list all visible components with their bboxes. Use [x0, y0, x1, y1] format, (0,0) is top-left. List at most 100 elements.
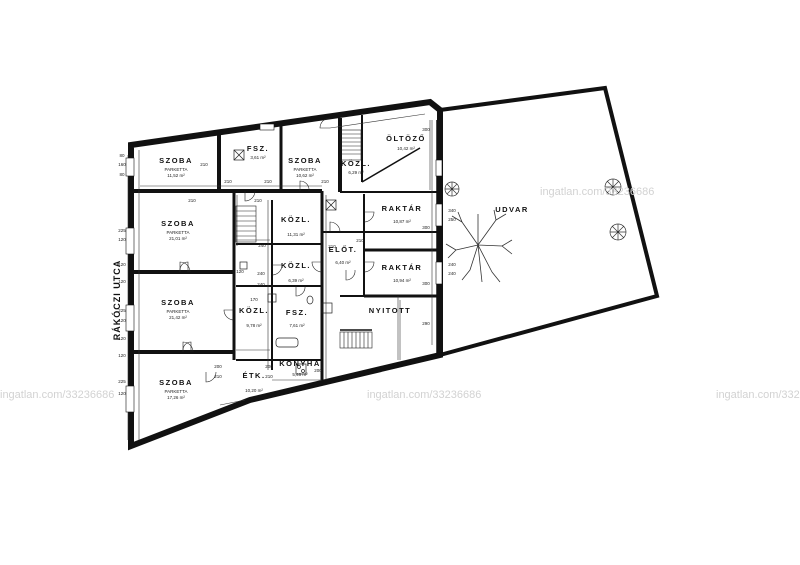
bathtub-icon — [275, 337, 299, 348]
fixtures — [233, 149, 337, 375]
shrub-icon — [609, 223, 627, 241]
svg-text:SZOBA: SZOBA — [161, 219, 195, 228]
svg-text:340: 340 — [448, 208, 456, 213]
room-udvar: UDVAR — [495, 205, 529, 214]
svg-text:9,78 m²: 9,78 m² — [246, 323, 262, 328]
door-arc — [271, 264, 283, 276]
svg-text:PARKETTA: PARKETTA — [166, 230, 189, 235]
svg-text:80: 80 — [119, 153, 125, 158]
door-arc — [182, 341, 192, 352]
svg-text:PARKETTA: PARKETTA — [164, 389, 187, 394]
svg-text:FSZ.: FSZ. — [247, 144, 269, 153]
svg-text:10,42 m²: 10,42 m² — [397, 146, 415, 151]
svg-text:RAKTÁR: RAKTÁR — [382, 263, 423, 272]
room-raktar-1: RAKTÁR 10,87 m² — [382, 204, 423, 224]
room-raktar-2: RAKTÁR 10,94 m² — [382, 263, 423, 283]
watermark-text: ingatlan.com/33236686 — [540, 186, 655, 198]
svg-text:210: 210 — [264, 179, 272, 184]
svg-text:240: 240 — [448, 262, 456, 267]
svg-text:210: 210 — [188, 198, 196, 203]
detail-lines — [127, 113, 433, 440]
room-nyitott: NYITOTT — [369, 306, 411, 315]
svg-text:290: 290 — [422, 321, 430, 326]
svg-text:UDVAR: UDVAR — [495, 205, 529, 214]
door-arc — [295, 285, 306, 297]
staircases — [235, 129, 373, 349]
toilet-icon — [306, 295, 314, 305]
svg-text:120: 120 — [118, 237, 126, 242]
svg-text:210: 210 — [265, 374, 273, 379]
svg-text:240: 240 — [448, 271, 456, 276]
door-arc — [311, 261, 323, 273]
svg-text:10,87 m²: 10,87 m² — [393, 219, 411, 224]
svg-text:SZOBA: SZOBA — [159, 378, 193, 387]
svg-text:RAKTÁR: RAKTÁR — [382, 204, 423, 213]
svg-text:80: 80 — [119, 172, 125, 177]
watermark-text: ingatlan.com/33236686 — [367, 389, 482, 401]
stove-icon — [295, 363, 307, 375]
svg-text:300: 300 — [422, 225, 430, 230]
svg-text:SZOBA: SZOBA — [159, 156, 193, 165]
svg-text:200: 200 — [265, 364, 273, 369]
room-fsz-2: FSZ. 7,61 m² — [286, 308, 308, 328]
svg-text:120: 120 — [118, 318, 126, 323]
stair-middle — [235, 205, 257, 243]
shrub-icon — [604, 178, 622, 196]
stair-top — [340, 129, 362, 161]
svg-text:10,20 m²: 10,20 m² — [245, 388, 263, 393]
room-szoba-5: SZOBA PARKETTA 17,26 m² — [159, 378, 193, 400]
door-arc — [319, 117, 331, 129]
svg-text:120: 120 — [118, 336, 126, 341]
svg-text:200: 200 — [314, 368, 322, 373]
svg-text:NYITOTT: NYITOTT — [369, 306, 411, 315]
svg-text:ÖLTÖZŐ: ÖLTÖZŐ — [386, 134, 426, 143]
svg-text:FSZ.: FSZ. — [286, 308, 308, 317]
room-oltozo: ÖLTÖZŐ 10,42 m² — [386, 134, 426, 151]
room-kozl-1: KÖZL. 6,29 m² — [341, 159, 370, 175]
room-kozl-2: KÖZL. 11,31 m² — [281, 215, 311, 237]
svg-text:210: 210 — [224, 179, 232, 184]
svg-text:250: 250 — [448, 217, 456, 222]
watermark-text: ingatlan.com/33236686 — [0, 389, 115, 401]
room-elot: ELŐT. 6,40 m² — [329, 245, 356, 265]
shower-icon — [325, 199, 337, 211]
svg-text:120: 120 — [118, 353, 126, 358]
svg-text:6,29 m²: 6,29 m² — [348, 170, 364, 175]
svg-text:3,61 m²: 3,61 m² — [250, 155, 266, 160]
door-arc — [299, 180, 310, 192]
door-arc — [205, 371, 217, 383]
svg-text:KÖZL.: KÖZL. — [239, 306, 269, 315]
svg-text:11,31 m²: 11,31 m² — [287, 232, 305, 237]
room-szoba-2: SZOBA PARKETTA 10,62 m² — [288, 156, 322, 178]
svg-text:120: 120 — [118, 391, 126, 396]
svg-text:210: 210 — [328, 244, 336, 249]
svg-text:210: 210 — [200, 162, 208, 167]
svg-text:KÖZL.: KÖZL. — [281, 215, 311, 224]
svg-text:225: 225 — [118, 379, 126, 384]
svg-text:225: 225 — [118, 228, 126, 233]
svg-text:10,62 m²: 10,62 m² — [296, 173, 314, 178]
svg-text:PARKETTA: PARKETTA — [164, 167, 187, 172]
sink-icon — [321, 302, 333, 314]
room-szoba-4: SZOBA PARKETTA 21,42 m² — [161, 298, 195, 320]
street-label: RÁKÓCZI UTCA — [111, 260, 122, 341]
svg-text:SZOBA: SZOBA — [161, 298, 195, 307]
sink-icon — [239, 261, 248, 270]
svg-text:10,94 m²: 10,94 m² — [393, 278, 411, 283]
tree-icon — [445, 209, 513, 283]
svg-text:210: 210 — [356, 238, 364, 243]
door-arc — [363, 211, 375, 223]
svg-text:225: 225 — [118, 308, 126, 313]
svg-text:210: 210 — [254, 198, 262, 203]
room-labels: SZOBA PARKETTA 11,52 m² FSZ. 3,61 m² SZO… — [159, 134, 529, 400]
svg-text:SZOBA: SZOBA — [288, 156, 322, 165]
svg-text:7,61 m²: 7,61 m² — [289, 323, 305, 328]
svg-text:5,46 m²: 5,46 m² — [292, 372, 308, 377]
outer-walls — [128, 85, 660, 451]
dimension-labels: 80 160 80 225 120 120 120 225 120 120 12… — [118, 127, 456, 396]
courtyard-outline — [439, 85, 660, 357]
room-konyha: KONYHA 5,46 m² — [279, 359, 319, 377]
room-kozl-3: KÖZL. 6,39 m² — [281, 261, 310, 283]
room-fsz-1: FSZ. 3,61 m² — [247, 144, 269, 160]
